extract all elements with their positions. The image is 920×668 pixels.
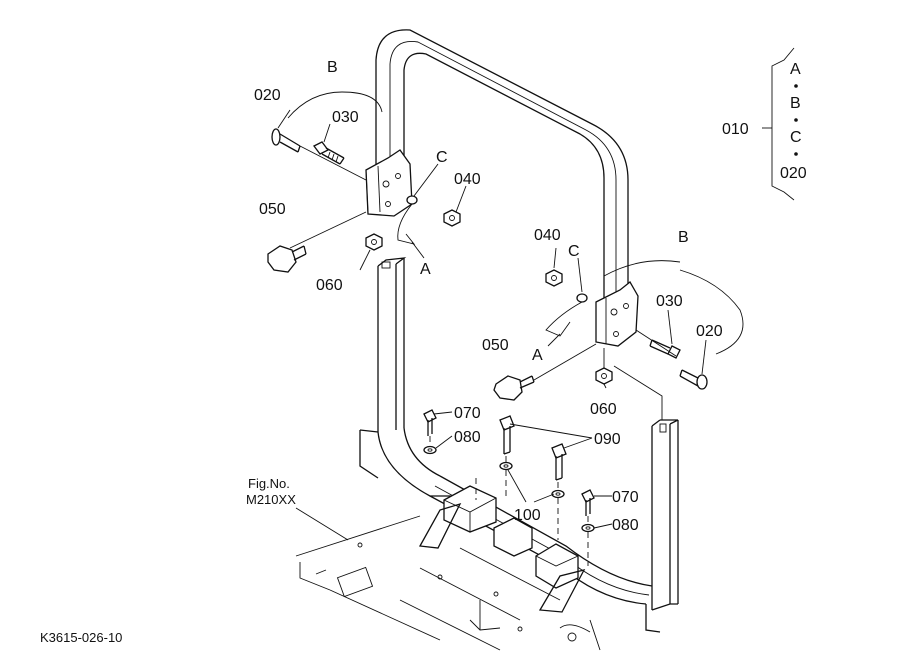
label-b-left: B <box>327 59 338 76</box>
label-b-right: B <box>678 229 689 246</box>
knob-050-left <box>267 245 307 273</box>
washer-100-b <box>551 489 565 499</box>
callout-labels: 020 B 030 C 040 050 060 A 040 C B 030 02… <box>40 59 807 645</box>
nut-040-right <box>545 269 563 287</box>
label-060-right: 060 <box>590 401 617 418</box>
figure-code: K3615-026-10 <box>40 630 122 645</box>
bolt-030-right <box>649 339 681 359</box>
bolt-070-right <box>581 489 595 516</box>
fig-no-value: M210XX <box>246 492 296 507</box>
label-040-right: 040 <box>534 227 561 244</box>
label-040-left: 040 <box>454 171 481 188</box>
label-070-left: 070 <box>454 405 481 422</box>
pin-020-left <box>271 128 301 153</box>
washer-080-right <box>581 523 595 533</box>
label-080-left: 080 <box>454 429 481 446</box>
label-030-left: 030 <box>332 109 359 126</box>
legend-bracket <box>762 47 798 201</box>
pin-020-right <box>679 369 708 390</box>
fig-no-label: Fig.No. <box>248 476 290 491</box>
bolt-070-left <box>423 409 437 436</box>
bolt-030-left <box>313 141 345 165</box>
label-070-right: 070 <box>612 489 639 506</box>
label-080-right: 080 <box>612 517 639 534</box>
washer-c-left <box>406 195 418 205</box>
label-c-left: C <box>436 149 448 166</box>
mounting-blocks <box>418 485 586 613</box>
nut-060-right <box>595 367 613 385</box>
label-020-right: 020 <box>696 323 723 340</box>
right-hinge-bracket <box>595 281 639 347</box>
legend-item-c: C <box>790 129 802 146</box>
label-a-left: A <box>420 261 431 278</box>
label-050-left: 050 <box>259 201 286 218</box>
clip-a-right <box>545 301 583 337</box>
bolt-090-a <box>499 415 515 455</box>
label-100: 100 <box>514 507 541 524</box>
leader-lines <box>277 91 744 566</box>
floor-panel <box>295 515 601 651</box>
rops-lower-left-post <box>359 257 460 497</box>
washer-080-left <box>423 445 437 455</box>
left-hinge-bracket <box>365 149 413 217</box>
legend-ref-010: 010 <box>722 121 749 138</box>
label-c-right: C <box>568 243 580 260</box>
label-a-right: A <box>532 347 543 364</box>
label-020-left: 020 <box>254 87 281 104</box>
label-050-right: 050 <box>482 337 509 354</box>
washer-100-a <box>499 461 513 471</box>
legend-item-020: 020 <box>780 165 807 182</box>
label-060-left: 060 <box>316 277 343 294</box>
legend-item-b: B <box>790 95 801 112</box>
rops-upper-frame <box>375 29 629 300</box>
label-030-right: 030 <box>656 293 683 310</box>
clip-a-left <box>397 203 416 245</box>
nut-040-left <box>443 209 461 227</box>
knob-050-right <box>493 375 535 401</box>
legend-item-a: A <box>790 61 801 78</box>
label-090: 090 <box>594 431 621 448</box>
nut-060-left <box>365 233 383 251</box>
rops-lower-right-post <box>645 419 679 633</box>
bolt-090-b <box>551 443 567 481</box>
washer-c-right <box>576 293 588 303</box>
